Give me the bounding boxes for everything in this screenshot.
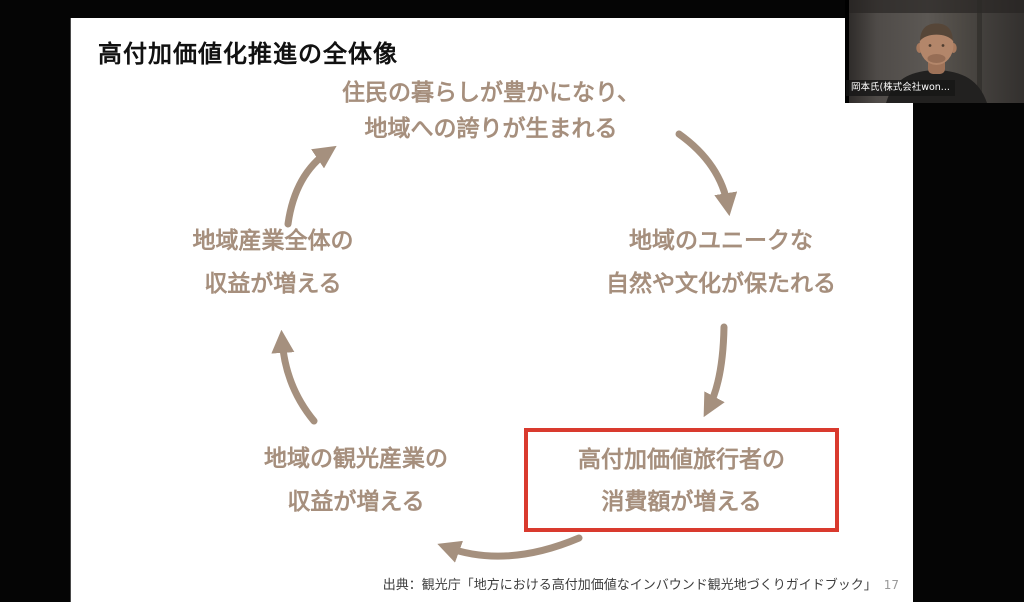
- cycle-node-bottom-left-line1: 地域の観光産業の: [264, 446, 448, 472]
- cycle-node-top: 住民の暮らしが豊かになり、 地域への誇りが生まれる: [241, 75, 741, 147]
- page-number: 17: [883, 578, 899, 592]
- ceiling-shadow: [849, 0, 1024, 13]
- slide-title: 高付加価値化推進の全体像: [98, 40, 398, 68]
- cycle-node-right-line2: 自然や文化が保たれる: [606, 271, 836, 297]
- cycle-node-bottom-left-line2: 収益が増える: [287, 489, 425, 515]
- highlighted-cycle-node: 高付加価値旅行者の 消費額が増える: [524, 428, 839, 532]
- cycle-node-top-line1: 住民の暮らしが豊かになり、: [341, 80, 641, 106]
- source-text: 出典：観光庁「地方における高付加価値なインバウンド観光地づくりガイドブック」: [382, 578, 877, 593]
- source-citation: 出典：観光庁「地方における高付加価値なインバウンド観光地づくりガイドブック」 17: [383, 574, 899, 593]
- cycle-node-left-line1: 地域産業全体の: [192, 228, 354, 254]
- cycle-arrows: [271, 130, 738, 563]
- arrow-bottomleft-to-left: [271, 329, 318, 425]
- cycle-node-right-line1: 地域のユニークな: [629, 228, 813, 254]
- participant-video-tile[interactable]: 岡本氏(株式会社won...: [845, 0, 1024, 103]
- arrow-bottomright-to-bottomleft: [437, 534, 583, 563]
- arrow-left-to-top: [284, 145, 337, 228]
- cycle-node-left: 地域産業全体の 収益が増える: [83, 220, 463, 306]
- cycle-node-bottom-left: 地域の観光産業の 収益が増える: [176, 438, 536, 524]
- wall-edge: [977, 0, 982, 103]
- person-eye-left: [928, 44, 932, 47]
- shared-slide: 高付加価値化推進の全体像 住民の暮らしが豊かになり、 地域への誇りが生まれる 地…: [70, 18, 913, 602]
- cycle-node-top-line2: 地域への誇りが生まれる: [364, 116, 618, 142]
- cycle-node-right: 地域のユニークな 自然や文化が保たれる: [531, 220, 911, 306]
- person-eye-right: [941, 44, 945, 47]
- cycle-node-bottom-right-line2: 消費額が増える: [601, 489, 762, 515]
- arrow-right-to-bottomright: [703, 323, 728, 418]
- cycle-node-bottom-right-line1: 高付加価値旅行者の: [578, 447, 785, 473]
- cycle-node-left-line2: 収益が増える: [204, 271, 342, 297]
- person-beard: [927, 54, 946, 63]
- arrow-top-to-right: [675, 130, 738, 217]
- cycle-node-bottom-right: 高付加価値旅行者の 消費額が増える: [528, 439, 835, 523]
- person-hair: [920, 23, 953, 41]
- participant-name-label: 岡本氏(株式会社won...: [846, 80, 955, 96]
